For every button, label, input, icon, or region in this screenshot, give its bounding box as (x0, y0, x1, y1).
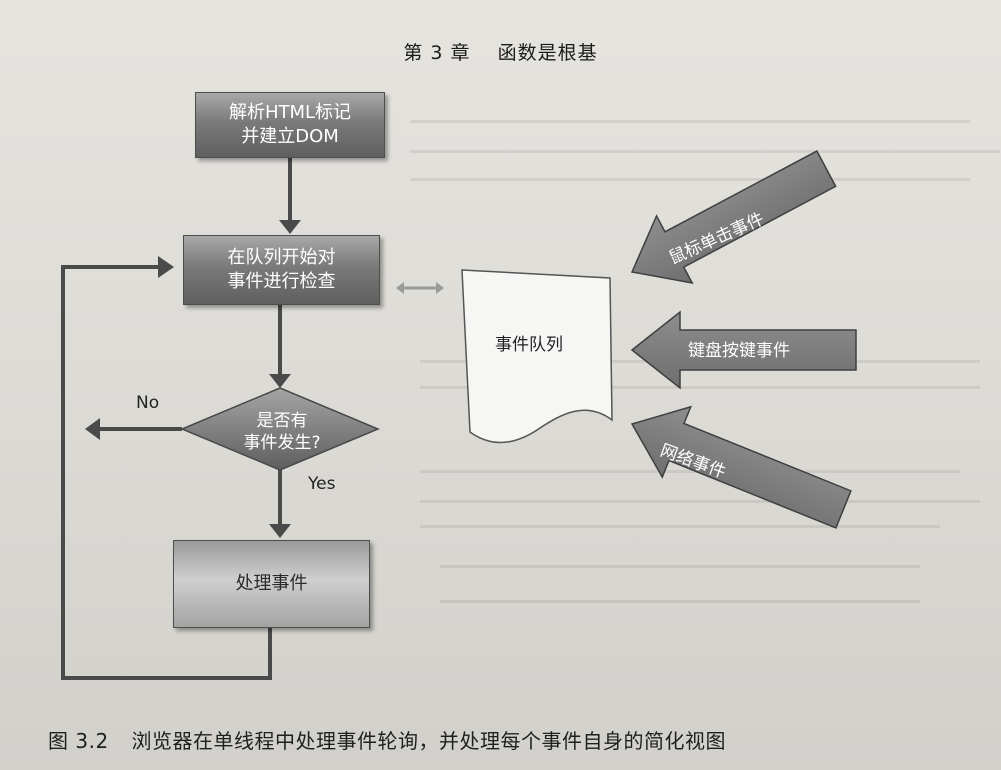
queue-connector-left (396, 282, 404, 294)
figure-number: 图 3.2 (48, 729, 109, 753)
arrowhead-no (85, 418, 100, 440)
chapter-title: 函数是根基 (497, 42, 598, 64)
keyboard-event-arrow (630, 310, 857, 390)
network-event-arrow (630, 405, 852, 529)
no-label: No (136, 393, 160, 413)
mouse-event-arrow (630, 150, 837, 285)
loop-line (61, 265, 272, 680)
event-queue-label: 事件队列 (495, 335, 563, 355)
chapter-header: 第 3 章 函数是根基 (0, 38, 1001, 65)
keyboard-event-label: 键盘按键事件 (688, 341, 790, 361)
process-event-box: 处理事件 (173, 540, 370, 628)
decision-label: 是否有 事件发生? (243, 411, 321, 453)
parse-html-box: 解析HTML标记 并建立DOM (195, 92, 385, 158)
event-queue-shape (461, 269, 613, 444)
queue-connector-right (436, 282, 444, 294)
arrowhead-loop (158, 256, 174, 278)
figure-caption: 图 3.2 浏览器在单线程中处理事件轮询，并处理每个事件自身的简化视图 (48, 725, 726, 754)
chapter-number: 第 3 章 (403, 42, 471, 64)
arrowhead-yes (269, 524, 291, 538)
arrowhead-parse-to-check (279, 220, 301, 234)
check-queue-box: 在队列开始对 事件进行检查 (183, 235, 380, 305)
yes-label: Yes (308, 474, 336, 494)
caption-text: 浏览器在单线程中处理事件轮询，并处理每个事件自身的简化视图 (131, 729, 727, 753)
arrowhead-check-to-decision (269, 374, 291, 388)
